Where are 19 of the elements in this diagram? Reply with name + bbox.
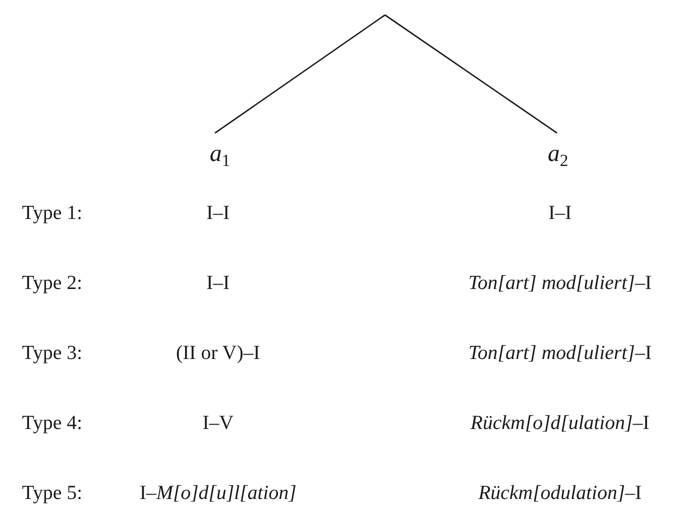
progression-text: Rückm[odulation]–I (478, 481, 642, 506)
type-label: Type 5: (22, 481, 82, 506)
progression-text: I–I (548, 201, 572, 226)
tree-branch (214, 14, 386, 134)
branch-label: a$_{2}$ (548, 140, 568, 168)
branch-label: a$_{1}$ (210, 140, 230, 168)
type-label: Type 2: (22, 271, 82, 296)
progression-text: Ton[art] mod[uliert]–I (468, 271, 652, 296)
type-label: Type 1: (22, 201, 82, 226)
progression-text: (II or V)–I (176, 341, 260, 366)
type-label: Type 4: (22, 411, 82, 436)
progression-text: I–I (206, 271, 230, 296)
tree-branch (384, 14, 558, 134)
progression-text: I–M[o]d[u]l[ation] (140, 481, 296, 506)
progression-text: Rückm[o]d[ulation]–I (470, 411, 650, 436)
progression-text: I–V (202, 411, 234, 436)
progression-text: I–I (206, 201, 230, 226)
type-label: Type 3: (22, 341, 82, 366)
progression-text: Ton[art] mod[uliert]–I (468, 341, 652, 366)
